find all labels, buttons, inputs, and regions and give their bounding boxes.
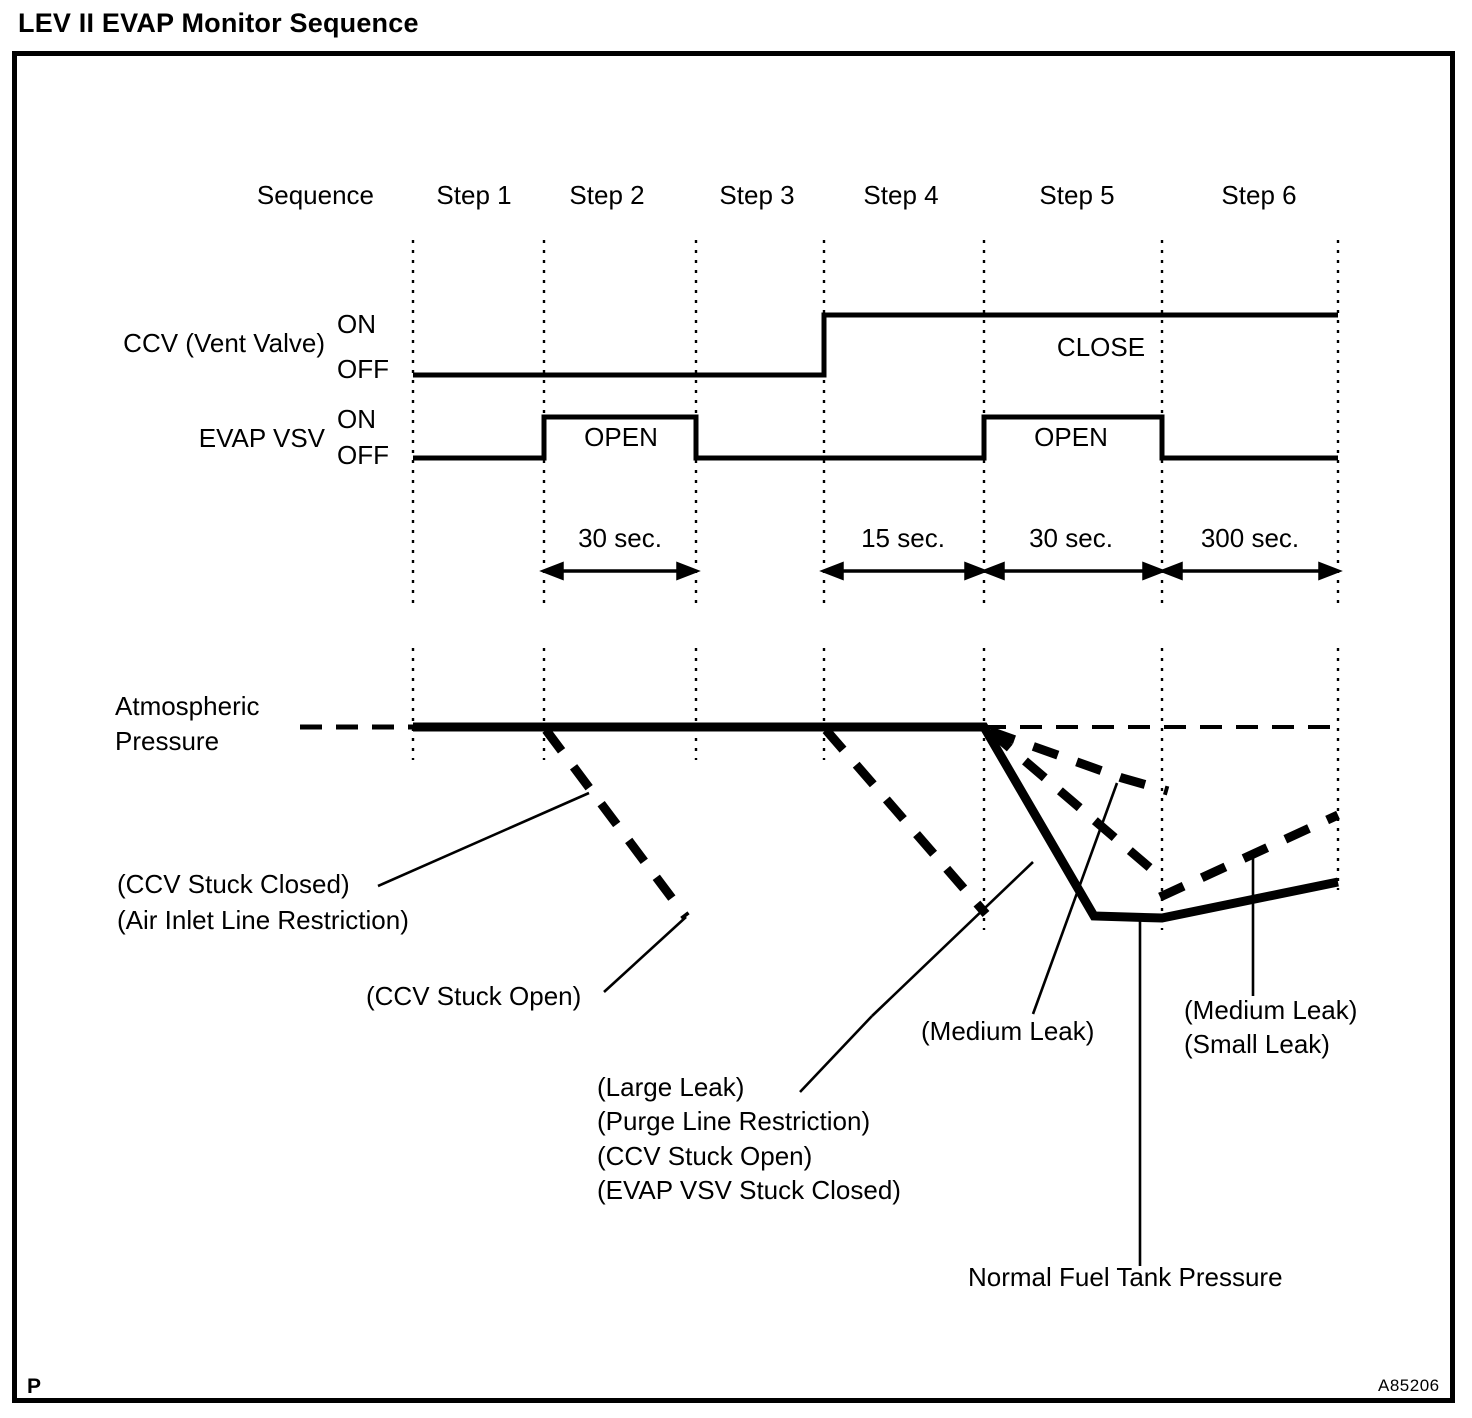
annotation-air-inlet-restriction-line2: (Air Inlet Line Restriction) xyxy=(117,905,409,935)
ccv-state-high: ON xyxy=(337,309,376,339)
annotation-ccv-stuck-closed-line1: (CCV Stuck Closed) xyxy=(117,869,350,899)
duration-label-15sec: 15 sec. xyxy=(861,523,945,553)
step-label-6: Step 6 xyxy=(1221,180,1297,210)
step-label-2: Step 2 xyxy=(569,180,645,210)
ccv-close-annotation: CLOSE xyxy=(1056,332,1146,362)
duration-label-300sec: 300 sec. xyxy=(1200,523,1300,553)
arrow-30sec-head-left xyxy=(539,561,564,581)
curve-medium-leak-upper xyxy=(988,726,1170,796)
leader-large-leak-group xyxy=(799,1015,873,1093)
leader-lines xyxy=(377,782,1255,1266)
fault-curves xyxy=(542,726,1340,920)
annotation-medium-leak-2: (Medium Leak) xyxy=(1184,995,1358,1025)
ccv-waveform xyxy=(413,312,1338,378)
annotation-small-leak: (Small Leak) xyxy=(1184,1029,1330,1059)
leader-medium-leak xyxy=(1031,782,1119,1015)
evap-vsv-open-label-2: OPEN xyxy=(1034,422,1108,452)
evap-vsv-state-low: OFF xyxy=(337,440,389,470)
atmospheric-pressure-label-line2: Pressure xyxy=(115,726,220,756)
annotation-normal-fuel-tank-pressure: Normal Fuel Tank Pressure xyxy=(968,1262,1283,1292)
leader-ccv-stuck-closed xyxy=(377,791,590,888)
signal-label-evap-vsv: EVAP VSV xyxy=(198,423,325,453)
arrow-15sec-head-left xyxy=(819,561,844,581)
annotation-large-leak: (Large Leak) xyxy=(597,1072,745,1102)
step-label-3: Step 3 xyxy=(719,180,795,210)
step-gridlines xyxy=(411,240,1340,930)
annotation-ccv-stuck-open-2: (CCV Stuck Open) xyxy=(597,1141,813,1171)
arrow-300sec-head-left xyxy=(1158,561,1183,581)
signal-label-ccv: CCV (Vent Valve) xyxy=(123,328,325,358)
curve-ccv-stuck-closed xyxy=(542,727,690,920)
annotation-purge-line-restriction: (Purge Line Restriction) xyxy=(597,1106,871,1136)
step-label-5: Step 5 xyxy=(1039,180,1115,210)
step-label-1: Step 1 xyxy=(436,180,512,210)
annotation-ccv-stuck-open: (CCV Stuck Open) xyxy=(366,981,582,1011)
curve-ccv-stuck-open xyxy=(822,727,990,917)
duration-label-30sec-b: 30 sec. xyxy=(1029,523,1113,553)
leader-ccv-stuck-open xyxy=(603,916,687,993)
normal-pressure-curve xyxy=(413,722,1339,923)
evap-vsv-state-high: ON xyxy=(337,404,376,434)
arrow-15sec-head-right xyxy=(964,561,989,581)
annotation-medium-leak: (Medium Leak) xyxy=(921,1016,1095,1046)
step-label-4: Step 4 xyxy=(863,180,939,210)
atmospheric-pressure-label-line1: Atmospheric xyxy=(115,691,260,721)
duration-label-30sec: 30 sec. xyxy=(578,523,662,553)
duration-arrows xyxy=(539,561,1343,581)
arrow-30sec-head-right xyxy=(676,561,701,581)
evap-vsv-open-label-1: OPEN xyxy=(584,422,658,452)
curve-large-leak xyxy=(987,727,1166,883)
annotation-evap-vsv-stuck-closed: (EVAP VSV Stuck Closed) xyxy=(597,1175,901,1205)
figure-id-code: A85206 xyxy=(1378,1376,1440,1395)
leader-large-leak-group-2 xyxy=(871,861,1034,1017)
arrow-30sec-b-head-left xyxy=(980,561,1005,581)
corner-mark-p: P xyxy=(27,1375,42,1398)
arrow-30sec-b-head-right xyxy=(1142,561,1167,581)
sequence-row-label: Sequence xyxy=(256,180,374,210)
ccv-state-low: OFF xyxy=(337,354,389,384)
figure-frame xyxy=(12,51,1455,1403)
page-title: LEV II EVAP Monitor Sequence xyxy=(18,8,419,38)
arrow-300sec-head-right xyxy=(1318,561,1343,581)
curve-medium-small-leak xyxy=(1158,810,1340,902)
evap-vsv-waveform xyxy=(413,414,1338,461)
